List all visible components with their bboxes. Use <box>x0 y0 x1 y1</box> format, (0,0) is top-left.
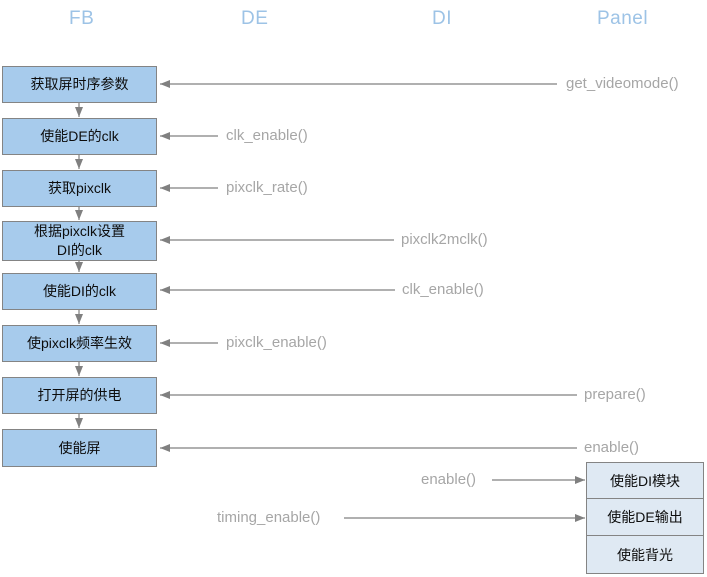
column-header-di: DI <box>432 8 452 29</box>
call-pixclk-rate: pixclk_rate() <box>226 179 308 196</box>
column-header-panel: Panel <box>597 8 649 29</box>
call-timing-enable: timing_enable() <box>217 509 321 526</box>
panel-step-enable-di-module: 使能DI模块 <box>586 462 704 499</box>
call-get-videomode: get_videomode() <box>566 75 679 92</box>
panel-step-enable-de-output: 使能DE输出 <box>586 498 704 536</box>
call-enable: enable() <box>584 439 640 456</box>
call-pixclk-enable: pixclk_enable() <box>226 334 327 351</box>
call-clk-enable-de: clk_enable() <box>226 127 308 144</box>
call-pixclk2mclk: pixclk2mclk() <box>401 231 488 248</box>
column-header-de: DE <box>241 8 269 29</box>
step-enable-di-clk: 使能DI的clk <box>2 273 157 310</box>
step-power-on-screen: 打开屏的供电 <box>2 377 157 414</box>
step-set-di-clk: 根据pixclk设置 DI的clk <box>2 221 157 261</box>
call-enable-panel: enable() <box>421 471 477 488</box>
step-get-screen-timing: 获取屏时序参数 <box>2 66 157 103</box>
column-header-fb: FB <box>69 8 95 29</box>
step-enable-screen: 使能屏 <box>2 429 157 467</box>
panel-step-enable-backlight: 使能背光 <box>586 535 704 574</box>
step-apply-pixclk: 使pixclk频率生效 <box>2 325 157 362</box>
step-enable-de-clk: 使能DE的clk <box>2 118 157 155</box>
call-clk-enable-di: clk_enable() <box>402 281 484 298</box>
step-get-pixclk: 获取pixclk <box>2 170 157 207</box>
call-prepare: prepare() <box>584 386 646 403</box>
